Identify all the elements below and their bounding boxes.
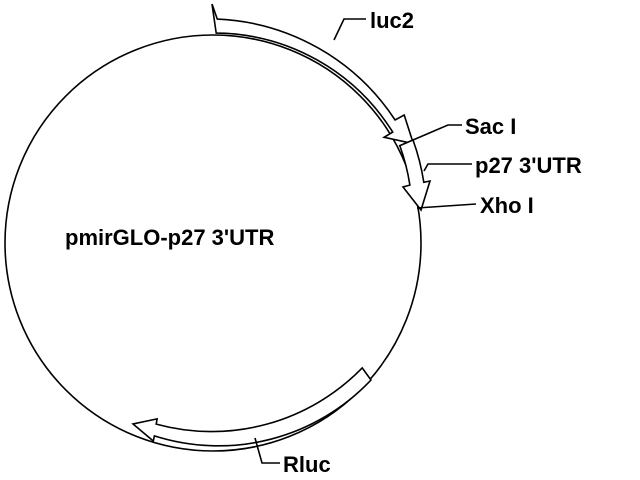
xho1-leader — [416, 203, 477, 209]
luc2-leader — [333, 18, 366, 41]
plasmid-backbone — [4, 34, 422, 452]
luc2-label: luc2 — [370, 8, 414, 33]
xho1-label: Xho I — [480, 193, 534, 218]
rluc-arrow — [131, 366, 373, 447]
p27-leader — [423, 163, 472, 172]
rluc-leader — [254, 437, 280, 464]
plasmid-name: pmirGLO-p27 3'UTR — [65, 225, 274, 250]
p27-utr-arrow — [398, 138, 432, 212]
sac1-label: Sac I — [465, 114, 516, 139]
sac1-leader — [412, 124, 462, 141]
rluc-label: Rluc — [283, 452, 331, 477]
p27-utr-label: p27 3'UTR — [475, 153, 582, 178]
